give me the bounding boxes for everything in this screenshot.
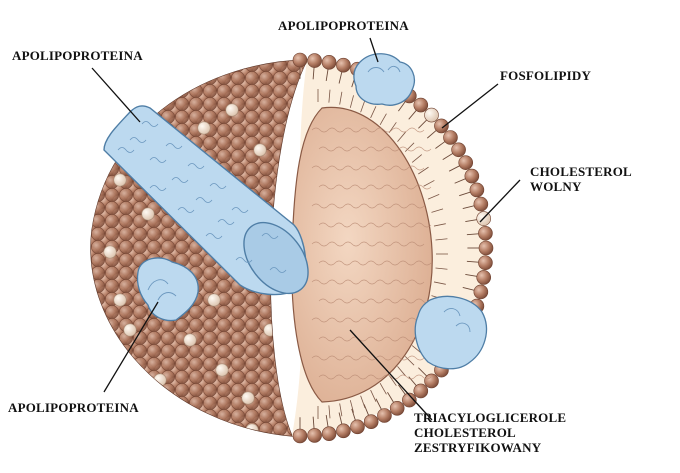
leader-core [349, 329, 433, 421]
leader-phospholipids [441, 83, 499, 129]
label-phospholipids: FOSFOLIPIDY [500, 68, 592, 83]
label-core-line3: ZESTRYFIKOWANY [414, 440, 542, 455]
label-apolipoprotein-bottom-left: APOLIPOPROTEINA [8, 400, 139, 415]
label-apolipoprotein-top-left: APOLIPOPROTEINA [12, 48, 143, 63]
leader-apo-top-left [91, 67, 141, 123]
label-cholesterol-free-line1: CHOLESTEROL [530, 164, 632, 179]
apolipoprotein-large [103, 105, 309, 296]
label-core: TRIACYLOGLICEROLE CHOLESTEROL ZESTRYFIKO… [414, 410, 566, 455]
label-cholesterol-free-line2: WOLNY [530, 179, 582, 194]
leader-lines [91, 37, 521, 421]
label-cholesterol-free: CHOLESTEROL WOLNY [530, 164, 632, 194]
leader-apo-bottom-left [103, 301, 159, 393]
label-core-line2: CHOLESTEROL [414, 425, 516, 440]
apolipoprotein-right [414, 295, 487, 370]
label-apolipoprotein-top: APOLIPOPROTEINA [278, 18, 409, 33]
label-core-line1: TRIACYLOGLICEROLE [414, 410, 567, 425]
apolipoprotein-top [353, 53, 415, 106]
leader-apo-top [369, 37, 379, 63]
apolipoprotein-small-left [136, 257, 199, 322]
leader-cholesterol [479, 179, 521, 223]
lipid-core [291, 106, 433, 403]
